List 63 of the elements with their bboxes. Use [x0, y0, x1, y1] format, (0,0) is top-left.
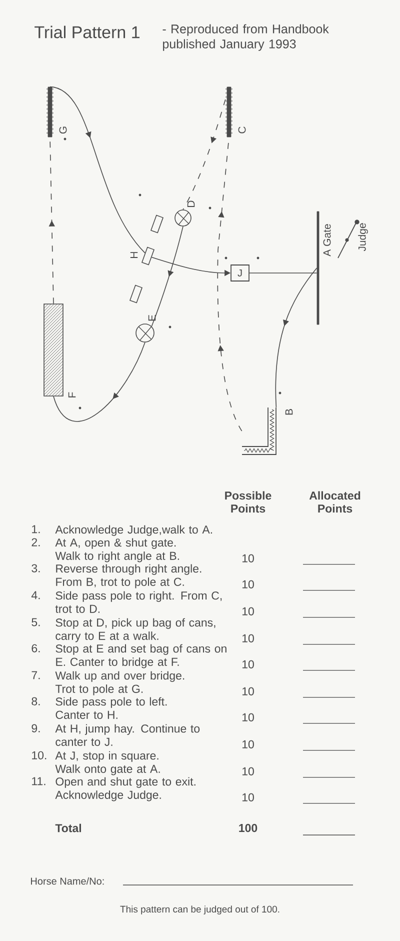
item-text: At J, stop in square. Walk onto gate at A. [55, 751, 160, 776]
item-number: 11. [32, 777, 46, 786]
points-value: 10 [242, 607, 254, 616]
item-text: Stop at D, pick up bag of cans, carry to E at a walk. [56, 618, 216, 642]
points-value: 10 [242, 687, 254, 696]
item-number: 2. [32, 538, 40, 546]
course-path [151, 226, 184, 327]
points-value: 10 [242, 580, 254, 588]
point-letter: B [285, 409, 293, 415]
item-number: 6. [32, 644, 40, 652]
item-text: Side pass pole to left. Canter to H. [56, 697, 167, 719]
points-value: 10 [242, 554, 254, 562]
course-path [50, 86, 146, 254]
subtitle: - Reproduced from Handbook published January 1993 [162, 24, 329, 51]
item-number: 8. [32, 697, 40, 706]
points-value: 10 [242, 660, 254, 668]
item-number: 3. [32, 564, 40, 572]
point-letter: C [238, 126, 246, 134]
item-text: Walk up and over bridge. Trot to pole at G. [55, 671, 184, 696]
caption: This pattern can be judged out of 100. [120, 906, 280, 914]
pole [225, 86, 233, 138]
points-value: 10 [242, 713, 254, 722]
station-box: J [230, 264, 250, 282]
item-text: Reverse through right angle. From B, trot to pole at C. [56, 564, 202, 588]
item-number: 4. [31, 591, 40, 600]
item-text: At A, open & shut gate. Walk to right angle at B. [55, 538, 179, 562]
total-label: Total [55, 824, 81, 832]
item-text: Stop at E and set bag of cans on E. Canter to bridge at F. [56, 644, 226, 668]
total-value: 100 [239, 824, 258, 832]
item-text: At H, jump hay. Continue to canter to J. [55, 724, 200, 746]
item-number: 7. [32, 671, 40, 680]
item-number: 9. [32, 724, 40, 732]
course-path [249, 272, 318, 274]
judge-label: Judge [358, 223, 368, 252]
points-value: 10 [242, 634, 254, 642]
item-text: Open and shut gate to exit. Acknowledge Judge. [55, 777, 196, 802]
item-number: 1. [32, 525, 40, 534]
title: Trial Pattern 1 [34, 26, 140, 38]
barrel [136, 324, 154, 342]
item-number: 5. [32, 618, 40, 626]
point-letter: G [59, 126, 67, 134]
points-value: 10 [242, 740, 254, 748]
gate [316, 211, 320, 325]
point-letter: H [130, 252, 138, 258]
item-text: Side pass pole to right. From C, trot to D. [55, 591, 222, 613]
point-letter: E [148, 314, 156, 321]
point-letter: F [68, 392, 76, 398]
column-header: Allocated Points [309, 491, 360, 513]
course-path [182, 86, 230, 210]
field-label: Horse Name/No: [31, 877, 104, 885]
right-angle [242, 407, 276, 455]
course-path [275, 268, 318, 408]
points-value: 10 [242, 767, 254, 776]
bridge [44, 304, 64, 396]
points-value: 10 [242, 793, 254, 802]
point-letter: A Gate [323, 224, 331, 256]
item-number: 10. [32, 751, 46, 760]
barrel [174, 210, 192, 226]
pole [46, 86, 54, 138]
course-path [53, 342, 146, 422]
point-letter: D [187, 200, 195, 207]
item-text: Acknowledge Judge,walk to A. [55, 525, 212, 536]
column-header: Possible Points [225, 491, 272, 513]
